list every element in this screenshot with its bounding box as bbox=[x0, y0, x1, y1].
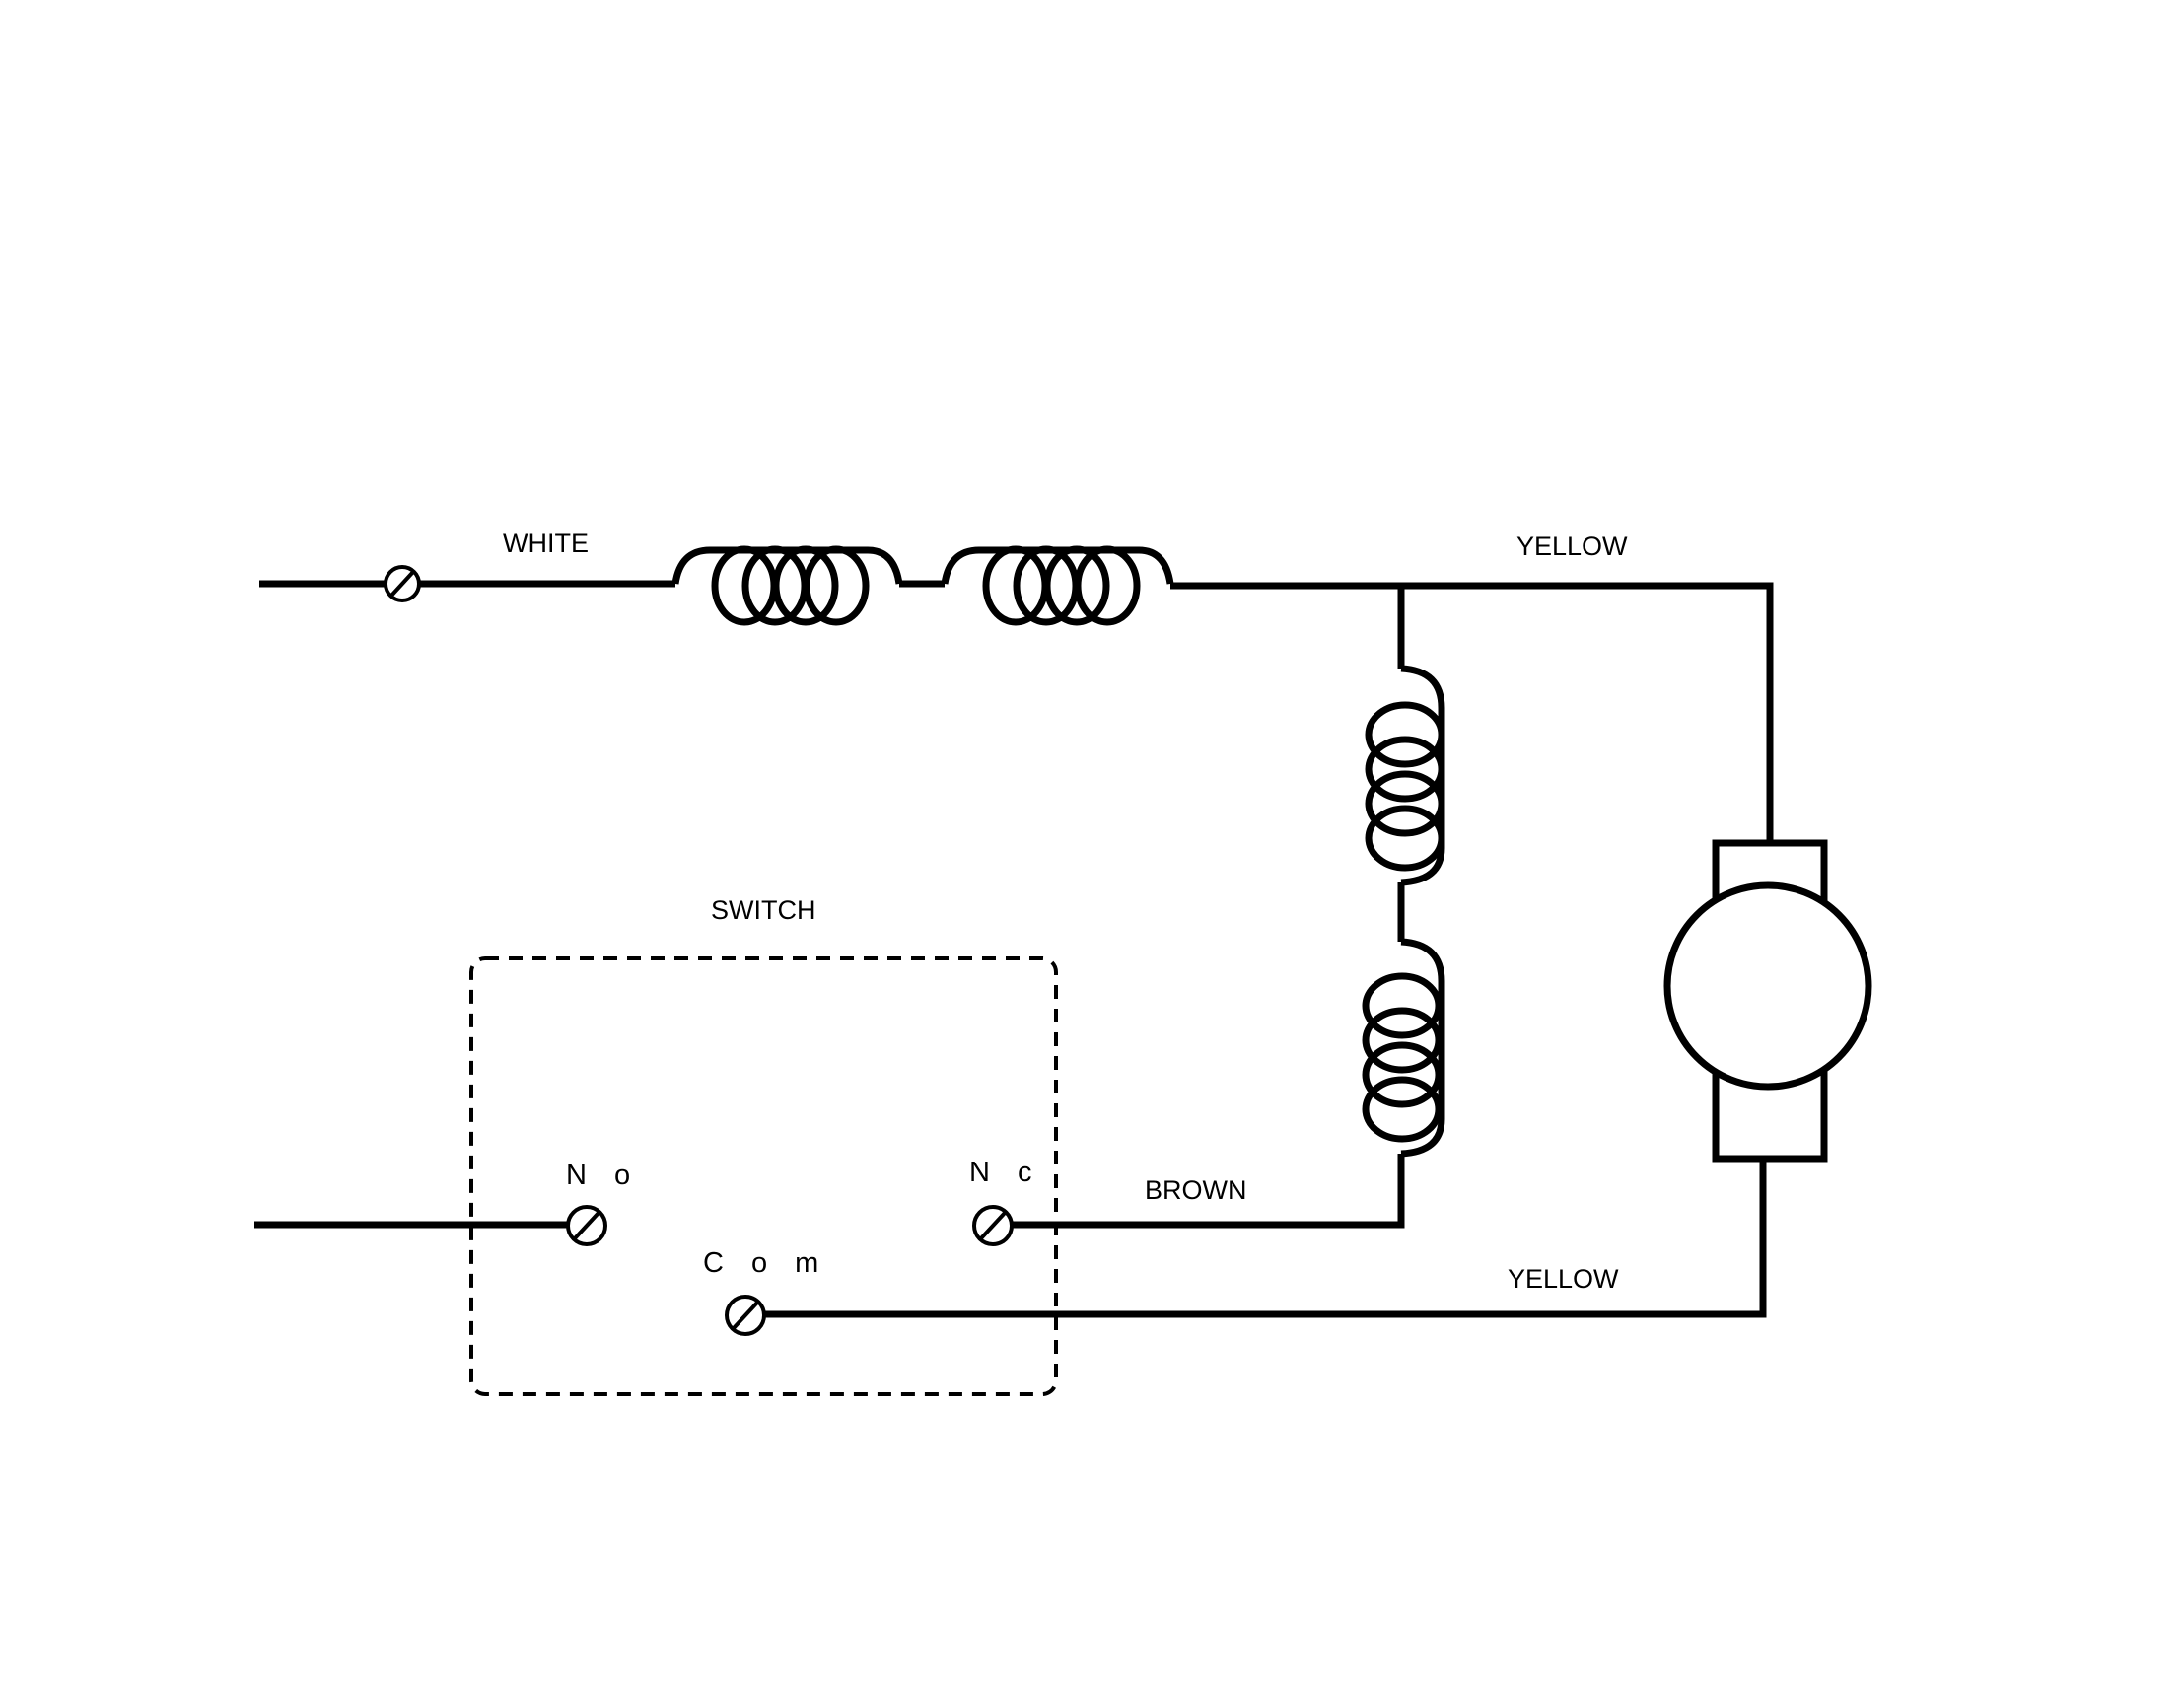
switch-frame bbox=[469, 956, 1058, 1396]
label-white: WHITE bbox=[503, 529, 589, 558]
white-terminal bbox=[384, 565, 421, 602]
label-brown: BROWN bbox=[1145, 1175, 1247, 1205]
label-com: C o m bbox=[703, 1247, 828, 1279]
motor bbox=[1663, 839, 1872, 1163]
label-no: N o bbox=[566, 1160, 640, 1191]
yellow-wire-bottom bbox=[762, 1159, 1767, 1318]
field-coil-2 bbox=[941, 545, 1174, 626]
label-switch: SWITCH bbox=[711, 895, 815, 925]
field-coil-3 bbox=[1365, 665, 1445, 886]
nc-terminal bbox=[972, 1205, 1014, 1246]
field-coil-1 bbox=[671, 545, 903, 626]
brown-wire bbox=[1010, 1154, 1405, 1229]
field-coil-4 bbox=[1362, 938, 1445, 1158]
label-yellow-top: YELLOW bbox=[1516, 531, 1628, 561]
yellow-wire-top bbox=[1170, 582, 1774, 843]
com-terminal bbox=[725, 1295, 766, 1336]
no-terminal bbox=[566, 1205, 607, 1246]
label-nc: N c bbox=[969, 1157, 1042, 1188]
label-yellow-bottom: YELLOW bbox=[1508, 1264, 1619, 1294]
